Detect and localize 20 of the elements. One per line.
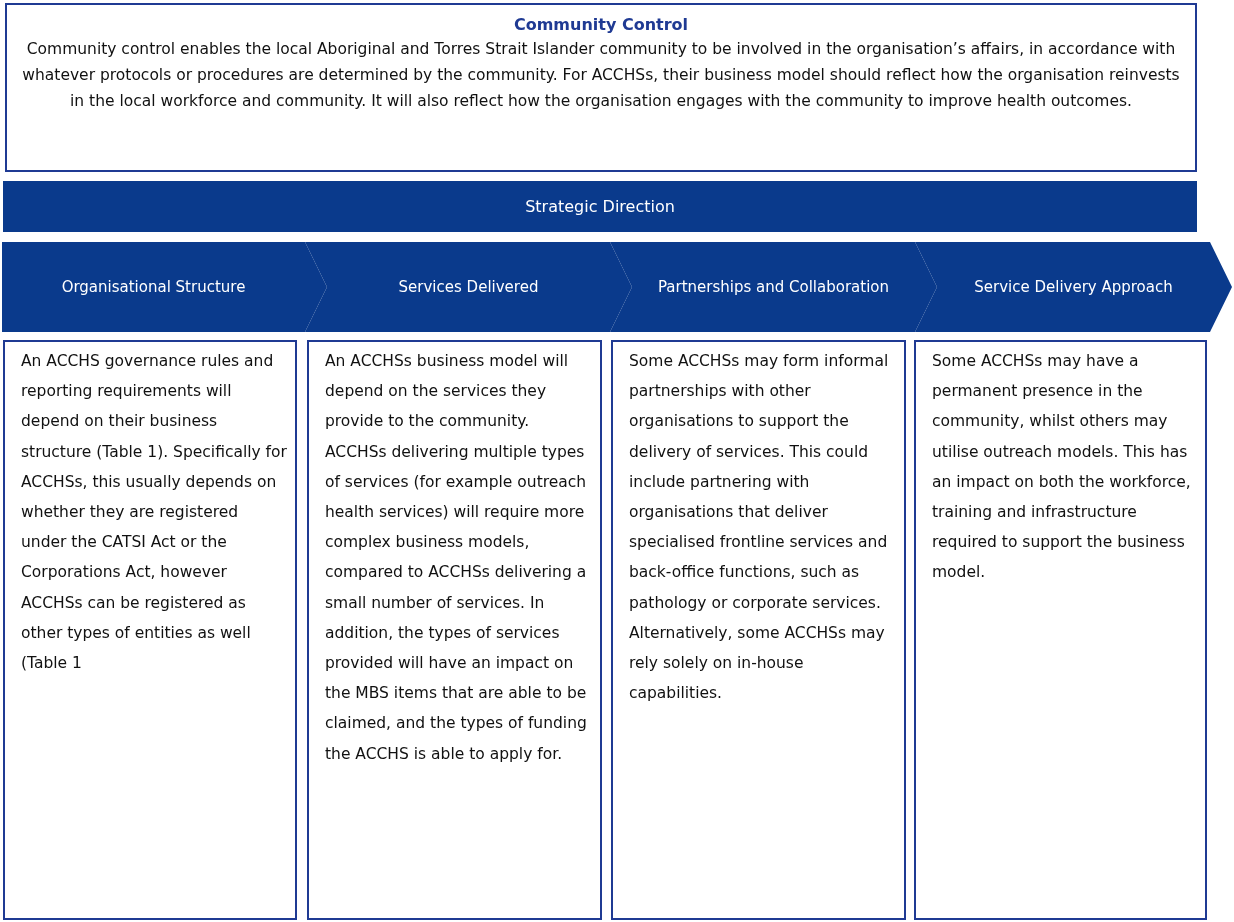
- chevron-label: Services Delivered: [397, 277, 540, 298]
- header-band: Strategic Direction: [3, 181, 1197, 232]
- chevron-banner: [610, 242, 937, 332]
- text-box: [611, 340, 906, 920]
- chevron-banner: [915, 242, 1232, 332]
- chevron-banner: [2, 242, 327, 332]
- body-text: An ACCHS governance rules and reporting requirements will depend on their business structure (Table 1). Specifically for ACCHSs, this usually depends on whether they are registered under the CATSI Act or the Corporations Act, however ACCHSs can be registered as other types of entities as well (Table 1: [21, 351, 287, 675]
- body-text: Some ACCHSs may have a permanent presence in the community, whilst others may utilise outreach models. This has an impact on both the workforce, training and infrastructure required to support the business model.: [932, 351, 1192, 584]
- chevron-banner: [305, 242, 632, 332]
- panel-heading: Community Control: [512, 15, 690, 34]
- body-text: Some ACCHSs may form informal partnerships with other organisations to support the delivery of services. This could include partnering with organisations that deliver specialised frontline services and back-office functions, such as pathology or corporate services. Alternatively, some ACCHSs may rely solely on in-house capabilities.: [629, 351, 890, 705]
- text-box: [914, 340, 1207, 920]
- text-box: [3, 340, 297, 920]
- chevron-label: Service Delivery Approach: [973, 277, 1174, 298]
- text-box: [307, 340, 602, 920]
- chevron-label: Partnerships and Collaboration: [656, 277, 891, 298]
- text-panel: [5, 3, 1197, 172]
- chevron-label: Organisational Structure: [60, 277, 247, 298]
- panel-text: Community control enables the local Aboriginal and Torres Strait Islander community to be involved in the organisation’s affairs, in accordance with whatever protocols or procedures are determined by the community. For ACCHSs, their business model should reflect how the organisation reinvests in the local workforce and community. It will also reflect how the organisation engages with the community to improve health outcomes.: [21, 39, 1181, 112]
- body-text: An ACCHSs business model will depend on the services they provide to the community. ACCHSs delivering multiple types of services (for example outreach health services) will require more complex business models, compared to ACCHSs delivering a small number of services. In addition, the types of services provided will have an impact on the MBS items that are able to be claimed, and the types of funding the ACCHS is able to apply for.: [325, 351, 588, 765]
